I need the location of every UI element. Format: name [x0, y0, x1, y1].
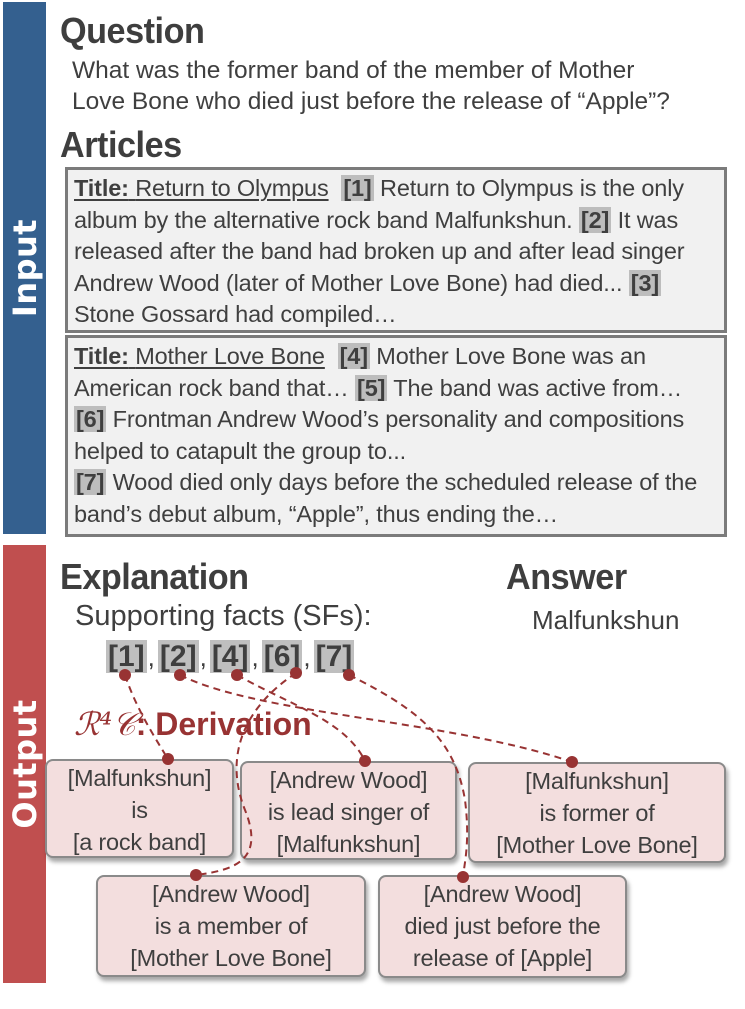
question-line-2: Love Bone who died just before the relea… [72, 88, 670, 115]
sentence-text: Return to Olympus is the only album by t… [74, 175, 684, 233]
supporting-fact-ref: [7] [313, 640, 355, 673]
answer-heading: Answer [506, 556, 627, 597]
supporting-fact-ref: [1] [106, 640, 147, 673]
sentence-ref: [3] [628, 269, 662, 296]
output-section-label: Output [5, 699, 44, 829]
sentence-text: Mother Love Bone was an American rock ba… [74, 343, 646, 401]
sentence-ref: [4] [337, 343, 370, 369]
input-section-bar: Input [3, 2, 46, 534]
derivation-box-wood-died-before: [Andrew Wood] died just before the relea… [378, 875, 627, 978]
article-mother-love-bone: Title: Mother Love Bone [4] Mother Love … [65, 335, 727, 537]
article-title: Title: Return to Olympus [74, 175, 329, 201]
question-text: What was the former band of the member o… [72, 55, 742, 117]
input-section-label: Input [5, 218, 44, 318]
derivation-title: ℛ⁴𝒞: Derivation [74, 705, 312, 743]
derivation-box-malfunkshun-is-rock-band: [Malfunkshun] is [a rock band] [45, 759, 234, 858]
articles-heading: Articles [60, 124, 182, 165]
supporting-facts-label: Supporting facts (SFs): [75, 600, 372, 632]
sentence-text: Wood died only days before the scheduled… [74, 469, 698, 527]
explanation-heading: Explanation [60, 556, 249, 597]
sentence-text: Frontman Andrew Wood’s personality and c… [74, 406, 685, 464]
sentence-ref: [6] [74, 406, 107, 432]
sentence-text: Stone Gossard had compiled… [74, 301, 397, 327]
derivation-box-wood-lead-singer: [Andrew Wood] is lead singer of [Malfunk… [240, 761, 457, 860]
sentence-ref: [7] [74, 469, 107, 495]
article-return-to-olympus: Title: Return to Olympus [1] Return to O… [65, 167, 727, 333]
supporting-facts-list: [1],[2],[4],[6],[7] [106, 640, 355, 673]
sentence-ref: [5] [355, 374, 388, 401]
sentence-text: It was released after the band had broke… [74, 206, 685, 296]
supporting-fact-ref: [4] [209, 640, 251, 673]
question-heading: Question [60, 10, 205, 51]
derivation-box-wood-member-of: [Andrew Wood] is a member of [Mother Lov… [96, 875, 366, 977]
r4c-logo: ℛ⁴𝒞 [74, 705, 136, 743]
supporting-fact-ref: [2] [157, 640, 199, 673]
output-section-bar: Output [3, 545, 46, 983]
question-line-1: What was the former band of the member o… [72, 57, 635, 84]
answer-value: Malfunkshun [532, 605, 680, 635]
article-title: Title: Mother Love Bone [74, 343, 325, 369]
supporting-fact-ref: [6] [261, 640, 303, 673]
sentence-text: The band was active from… [393, 374, 683, 401]
derivation-box-malfunkshun-former-of: [Malfunkshun] is former of [Mother Love … [468, 762, 726, 863]
sentence-ref: [2] [578, 206, 612, 233]
sentence-ref: [1] [341, 175, 374, 201]
